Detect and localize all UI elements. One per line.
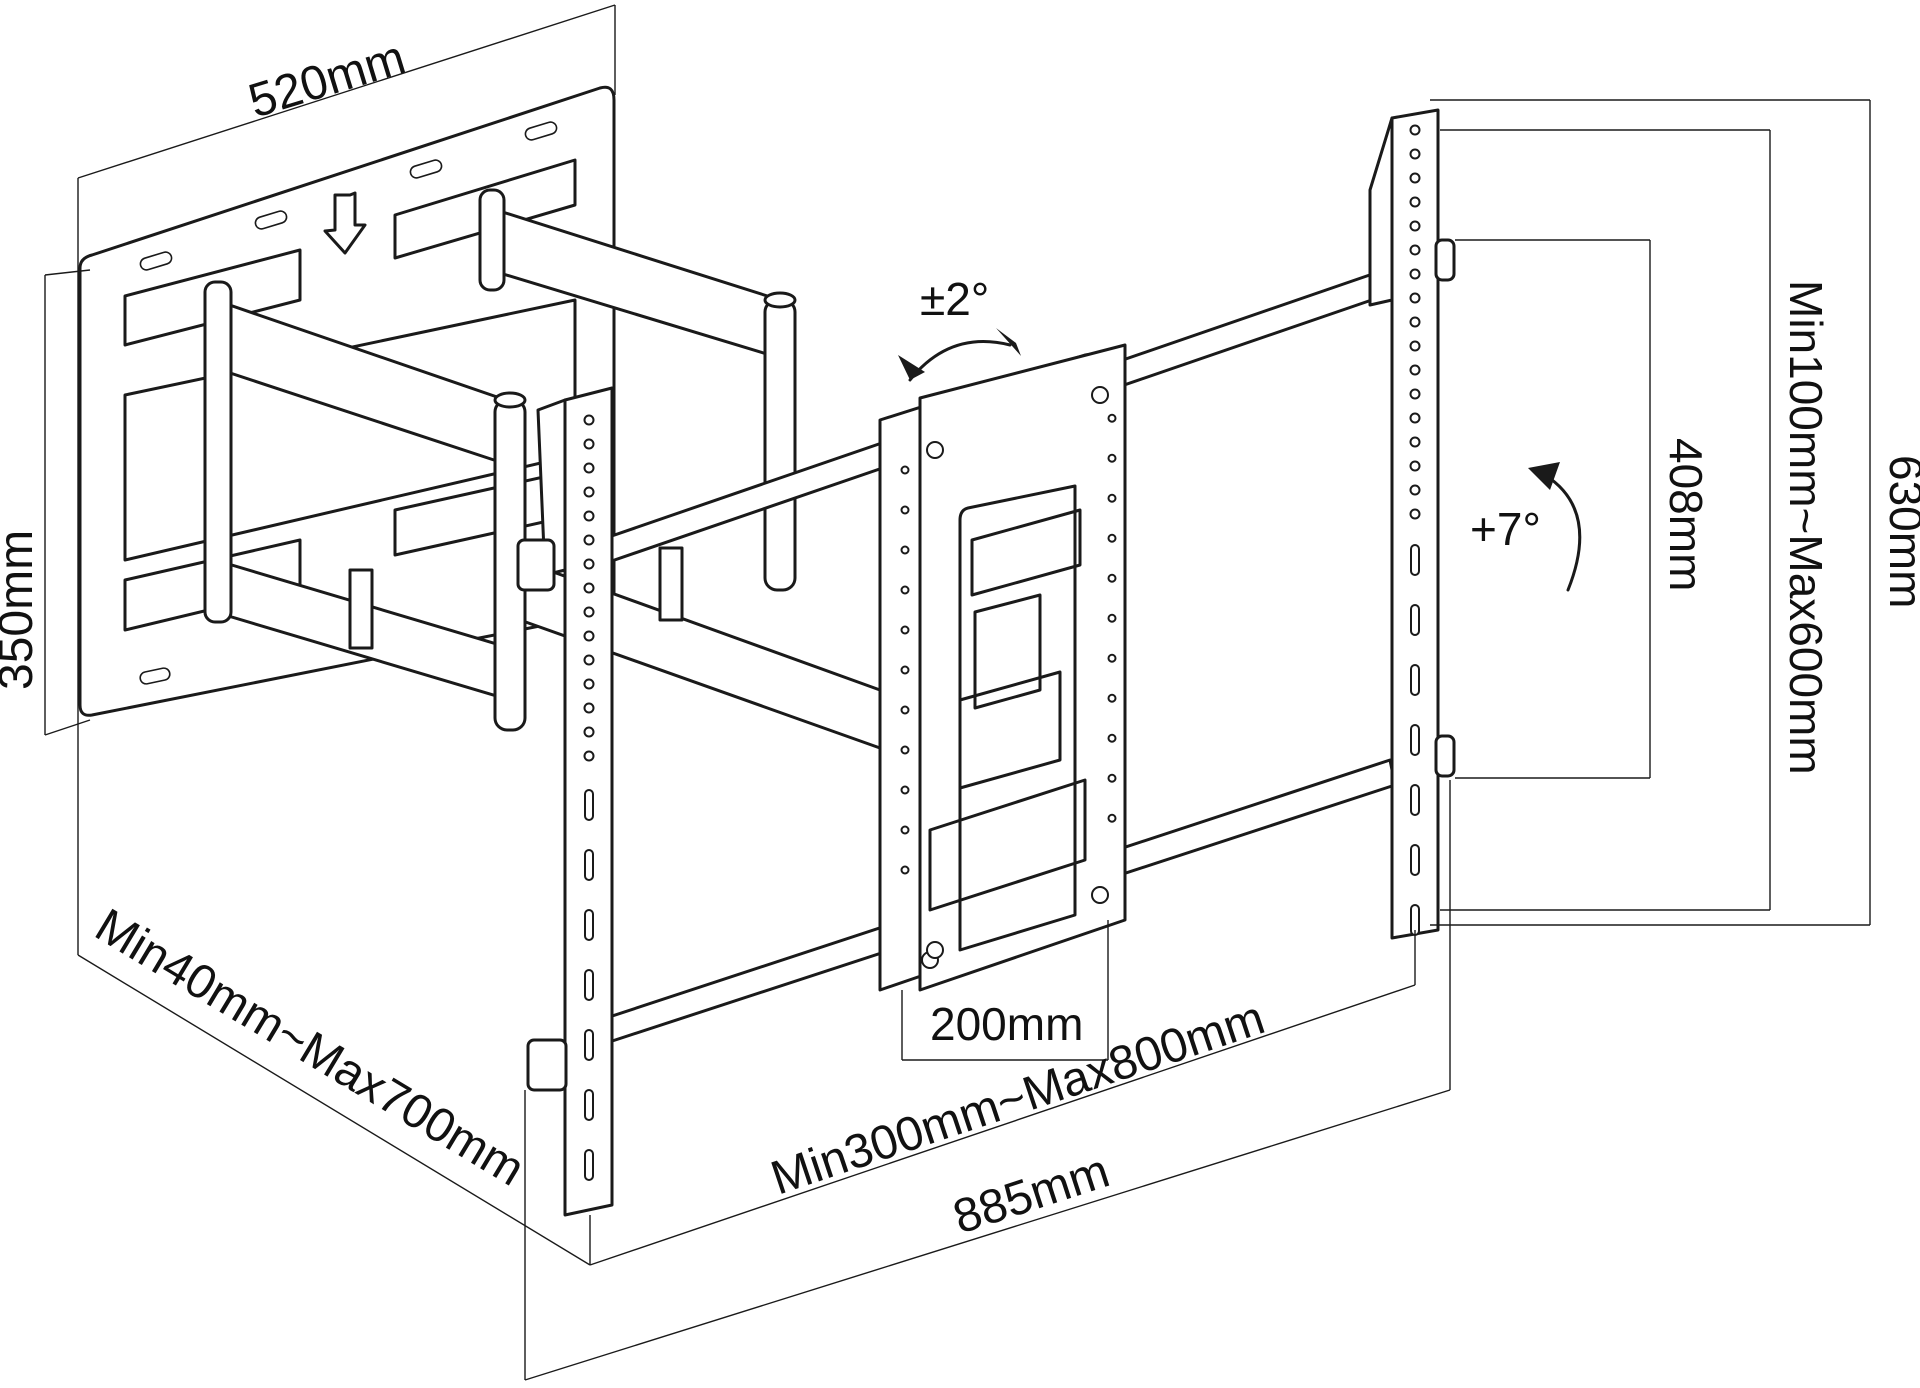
wall-plate-height-label: 350mm xyxy=(0,530,43,690)
strap-slot xyxy=(584,849,594,881)
plate-hole xyxy=(900,745,910,755)
mount-screw-hole xyxy=(926,941,944,959)
strap-hole xyxy=(583,534,595,546)
mount-screw-hole xyxy=(1091,386,1109,404)
strap-hole xyxy=(583,558,595,570)
strap-slot xyxy=(1410,664,1420,696)
strap-hole xyxy=(583,414,595,426)
swivel-angle-label: ±2° xyxy=(920,273,989,325)
strap-slot xyxy=(1410,724,1420,756)
dimension-lines xyxy=(44,4,1871,1381)
strap-hole xyxy=(1409,388,1421,400)
strap-slot xyxy=(1410,784,1420,816)
right-vertical-strap xyxy=(1368,108,1456,940)
strap-hole xyxy=(1409,148,1421,160)
strap-slot xyxy=(584,1029,594,1061)
strap-hole xyxy=(1409,340,1421,352)
strap-hole xyxy=(1409,436,1421,448)
strap-hole xyxy=(1409,412,1421,424)
vesa-vertical-label: Min100mm~Max600mm xyxy=(1780,280,1832,775)
plate-hole xyxy=(1107,533,1117,543)
strap-hole xyxy=(583,702,595,714)
strap-hole xyxy=(583,750,595,762)
plate-hole xyxy=(1107,813,1117,823)
plate-hole xyxy=(1107,573,1117,583)
strap-hole xyxy=(583,438,595,450)
plate-hole xyxy=(900,465,910,475)
strap-slot xyxy=(584,789,594,821)
strap-slot xyxy=(584,909,594,941)
plate-hole xyxy=(1107,693,1117,703)
strap-hole xyxy=(583,606,595,618)
plate-hole xyxy=(900,545,910,555)
wall-plate-width-label: 520mm xyxy=(243,31,412,128)
center-mount-plate xyxy=(878,343,1127,992)
strap-hole xyxy=(583,462,595,474)
plate-hole xyxy=(900,705,910,715)
strap-hole xyxy=(583,582,595,594)
strap-hole xyxy=(583,678,595,690)
strap-hole xyxy=(1409,460,1421,472)
strap-slot xyxy=(584,1149,594,1181)
strap-slot xyxy=(1410,544,1420,576)
bracket-spacing-label: 408mm xyxy=(1660,438,1712,591)
strap-slot xyxy=(584,969,594,1001)
strap-hole xyxy=(1409,268,1421,280)
total-width-label: 885mm xyxy=(947,1145,1116,1245)
plate-hole xyxy=(900,505,910,515)
strap-slot xyxy=(1410,844,1420,876)
plate-hole xyxy=(900,785,910,795)
center-plate-width-label: 200mm xyxy=(930,998,1083,1050)
plate-hole xyxy=(1107,493,1117,503)
plate-hole xyxy=(1107,773,1117,783)
strap-hole xyxy=(1409,364,1421,376)
left-vertical-strap xyxy=(516,386,614,1217)
strap-hole xyxy=(1409,508,1421,520)
rail-height-label: 630mm xyxy=(1880,455,1920,608)
strap-hole xyxy=(583,630,595,642)
plate-hole xyxy=(900,665,910,675)
swivel-arrow-icon xyxy=(898,328,1021,382)
strap-hole xyxy=(1409,172,1421,184)
plate-hole xyxy=(1107,453,1117,463)
strap-hole xyxy=(1409,292,1421,304)
plate-hole xyxy=(900,625,910,635)
extension-label: Min40mm~Max700mm xyxy=(86,899,533,1197)
plate-hole xyxy=(1107,613,1117,623)
up-arrow-icon xyxy=(323,191,367,255)
mount-screw-hole xyxy=(1091,886,1109,904)
strap-hole xyxy=(1409,124,1421,136)
strap-hole xyxy=(1409,244,1421,256)
strap-hole xyxy=(1409,196,1421,208)
strap-hole xyxy=(583,654,595,666)
tilt-arrow-icon xyxy=(1528,462,1582,592)
strap-hole xyxy=(1409,316,1421,328)
plate-hole xyxy=(900,825,910,835)
strap-hole xyxy=(583,726,595,738)
tilt-angle-label: +7° xyxy=(1470,503,1541,555)
plate-hole xyxy=(900,585,910,595)
strap-hole xyxy=(1409,220,1421,232)
mount-screw-hole xyxy=(926,441,944,459)
plate-hole xyxy=(900,865,910,875)
strap-slot xyxy=(584,1089,594,1121)
plate-hole xyxy=(1107,653,1117,663)
plate-hole xyxy=(1107,733,1117,743)
strap-hole xyxy=(1409,484,1421,496)
strap-hole xyxy=(583,510,595,522)
strap-hole xyxy=(583,486,595,498)
strap-slot xyxy=(1410,604,1420,636)
plate-hole xyxy=(1107,413,1117,423)
